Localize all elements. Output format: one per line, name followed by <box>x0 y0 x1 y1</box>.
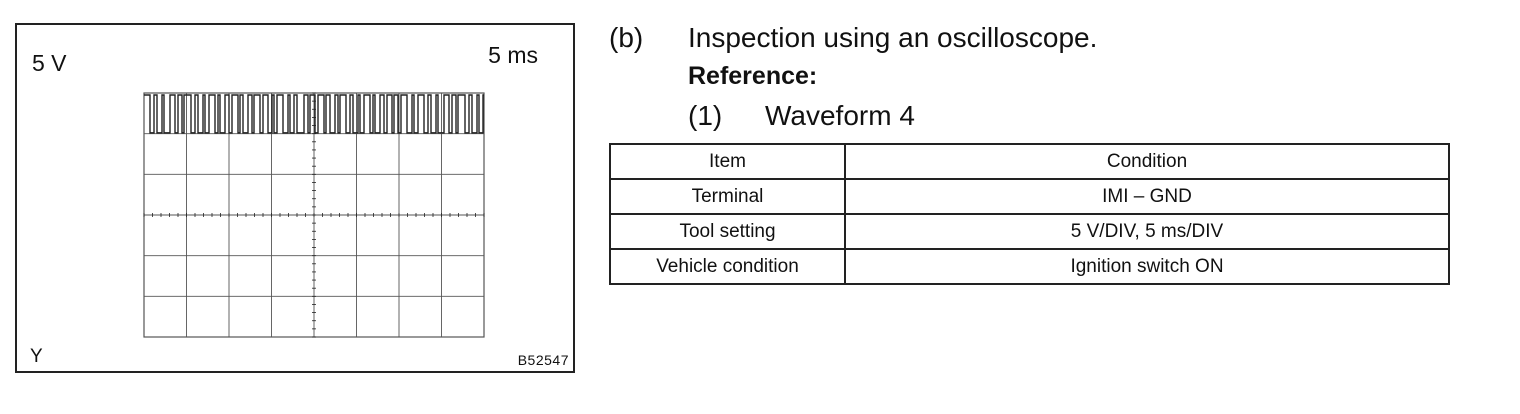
cell-item: Vehicle condition <box>609 248 846 285</box>
cell-condition: IMI – GND <box>844 178 1450 215</box>
step-b-text: Inspection using an oscilloscope. <box>688 22 1098 53</box>
step-1-text: Waveform 4 <box>765 100 915 131</box>
cell-condition: Ignition switch ON <box>844 248 1450 285</box>
figure-id: B52547 <box>517 352 569 368</box>
scope-screen <box>143 92 485 338</box>
header-condition: Condition <box>844 143 1450 180</box>
cell-item: Terminal <box>609 178 846 215</box>
spec-table: Item Condition Terminal IMI – GND Tool s… <box>609 143 1450 285</box>
waveform-trace <box>144 94 484 134</box>
table-row: Terminal IMI – GND <box>609 178 1450 215</box>
table-row: Tool setting 5 V/DIV, 5 ms/DIV <box>609 213 1450 250</box>
table-header-row: Item Condition <box>609 143 1450 180</box>
cell-condition: 5 V/DIV, 5 ms/DIV <box>844 213 1450 250</box>
table-row: Vehicle condition Ignition switch ON <box>609 248 1450 285</box>
cell-item: Tool setting <box>609 213 846 250</box>
volts-per-div-label: 5 V <box>32 50 67 76</box>
reference-label: Reference: <box>688 62 818 90</box>
time-per-div-label: 5 ms <box>488 42 538 68</box>
step-b-marker: (b) <box>609 22 644 53</box>
step-1-marker: (1) <box>688 100 723 131</box>
oscilloscope-figure: 5 V 5 ms Y B52547 <box>15 23 575 373</box>
channel-label: Y <box>30 346 43 367</box>
header-item: Item <box>609 143 846 180</box>
